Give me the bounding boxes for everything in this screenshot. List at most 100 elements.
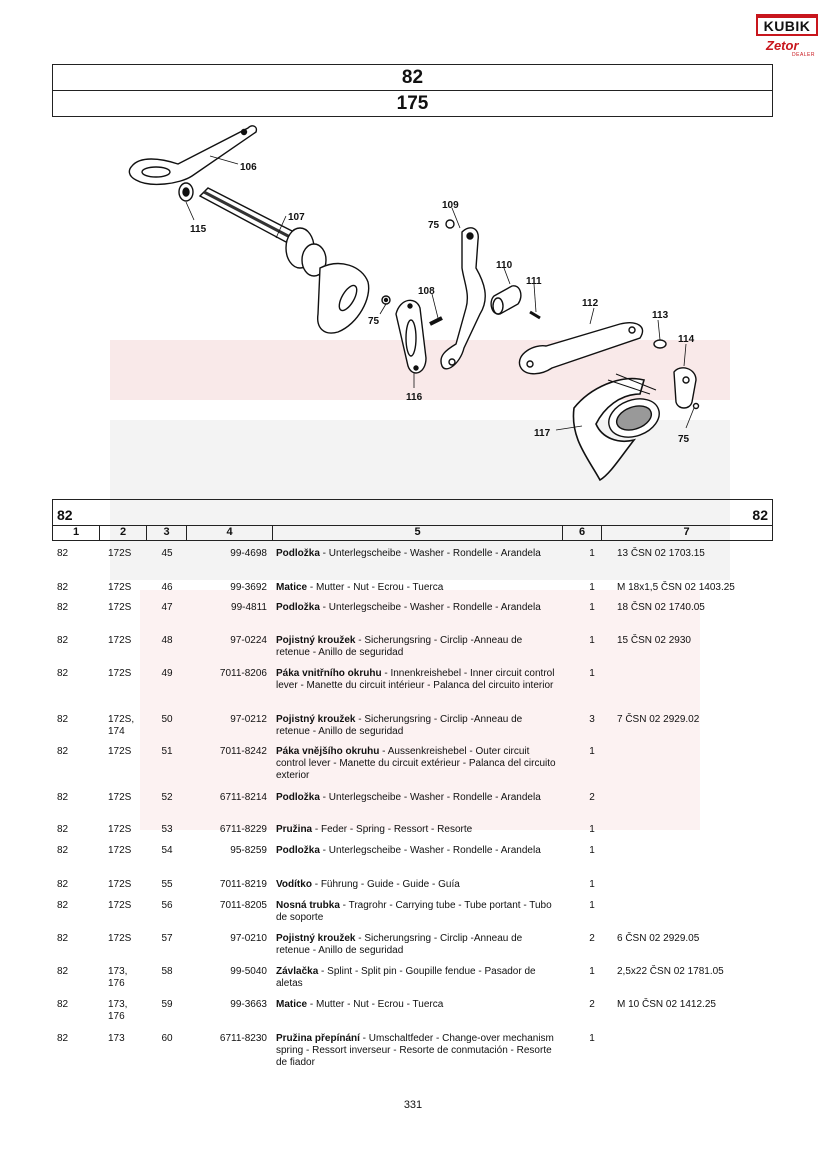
col-header-4: 4 [187, 526, 273, 540]
cell-group: 82 [57, 966, 69, 977]
cell-pos: 53 [161, 824, 173, 835]
cell-group: 82 [57, 1033, 69, 1044]
part-116-plate [395, 299, 427, 374]
cell-qty: 1 [589, 635, 595, 646]
cell-pos: 56 [161, 900, 173, 911]
part-name: Nosná trubka [276, 900, 340, 911]
exploded-parts-diagram: 106 107 115 75 108 116 109 75 110 111 11… [128, 125, 700, 482]
part-desc: - Mutter - Nut - Ecrou - Tuerca [307, 999, 444, 1010]
label-107: 107 [288, 212, 305, 223]
cell-pos: 47 [161, 602, 173, 613]
cell-qty: 1 [589, 582, 595, 593]
cell-qty: 1 [589, 602, 595, 613]
part-name: Pojistný kroužek [276, 933, 356, 944]
cell-description: Pojistný kroužek - Sicherungsring - Circ… [276, 714, 558, 738]
cell-note: 18 ČSN 02 1740.05 [617, 602, 705, 613]
cell-pos: 55 [161, 879, 173, 890]
cell-part-no: 99-3692 [230, 582, 267, 593]
part-desc: - Mutter - Nut - Ecrou - Tuerca [307, 582, 444, 593]
label-110: 110 [496, 260, 513, 271]
label-115: 115 [190, 224, 207, 235]
cell-part-no: 97-0212 [230, 714, 267, 725]
part-115-washer [178, 182, 194, 202]
part-name: Matice [276, 582, 308, 593]
cell-pos: 57 [161, 933, 173, 944]
cell-pos: 59 [161, 999, 173, 1010]
part-desc: - Unterlegscheibe - Washer - Rondelle - … [319, 792, 541, 803]
cell-pos: 46 [161, 582, 173, 593]
part-desc: - Splint - Split pin - Goupille fendue -… [276, 966, 536, 989]
cell-ref: 172S [108, 845, 132, 856]
part-desc: - Unterlegscheibe - Washer - Rondelle - … [319, 548, 541, 559]
cell-group: 82 [57, 900, 69, 911]
cell-qty: 1 [589, 845, 595, 856]
cell-ref: 172S [108, 792, 132, 803]
part-110-tube [490, 285, 522, 315]
col-header-2: 2 [100, 526, 147, 540]
cell-pos: 54 [161, 845, 173, 856]
part-desc: - Sicherungsring - Circlip -Anneau de re… [276, 933, 523, 956]
cell-part-no: 99-4698 [230, 548, 267, 559]
cell-ref: 172S [108, 582, 132, 593]
cell-qty: 1 [589, 1033, 595, 1044]
part-name: Podložka [276, 602, 320, 613]
label-112: 112 [582, 298, 599, 309]
cell-ref: 172S [108, 548, 132, 559]
cell-ref: 172S [108, 635, 132, 646]
part-name: Páka vnitřního okruhu [276, 668, 382, 679]
cell-ref: 172S [108, 824, 132, 835]
cell-description: Podložka - Unterlegscheibe - Washer - Ro… [276, 792, 558, 804]
cell-part-no: 6711-8229 [219, 824, 267, 835]
label-117: 117 [534, 428, 551, 439]
cell-group: 82 [57, 582, 69, 593]
cell-note: M 18x1,5 ČSN 02 1403.25 [617, 582, 735, 593]
cell-note: M 10 ČSN 02 1412.25 [617, 999, 716, 1010]
cell-qty: 2 [589, 933, 595, 944]
cell-qty: 1 [589, 966, 595, 977]
cell-group: 82 [57, 635, 69, 646]
part-desc: - Aussenkreishebel - Outer circuit contr… [276, 746, 556, 781]
col-header-1: 1 [53, 526, 100, 540]
cell-note: 6 ČSN 02 2929.05 [617, 933, 700, 944]
part-desc: - Tragrohr - Carrying tube - Tube portan… [276, 900, 552, 923]
part-name: Vodítko [276, 879, 312, 890]
part-name: Pojistný kroužek [276, 635, 356, 646]
label-109: 109 [442, 200, 459, 211]
cell-ref: 172S [108, 900, 132, 911]
cell-note: 15 ČSN 02 2930 [617, 635, 691, 646]
part-name: Pružina přepínání [276, 1033, 360, 1044]
cell-part-no: 99-4811 [231, 602, 267, 613]
cell-description: Matice - Mutter - Nut - Ecrou - Tuerca [276, 999, 558, 1011]
cell-description: Páka vnitřního okruhu - Innenkreishebel … [276, 668, 558, 692]
part-name: Páka vnějšího okruhu [276, 746, 380, 757]
cell-ref: 172S [108, 746, 132, 757]
cell-ref: 172S [108, 602, 132, 613]
label-114: 114 [678, 334, 695, 345]
part-name: Matice [276, 999, 308, 1010]
cell-description: Podložka - Unterlegscheibe - Washer - Ro… [276, 548, 558, 560]
cell-qty: 2 [589, 792, 595, 803]
part-desc: - Umschaltfeder - Change-over mechanism … [276, 1033, 554, 1068]
part-name: Podložka [276, 548, 320, 559]
cell-note: 13 ČSN 02 1703.15 [617, 548, 705, 559]
label-111: 111 [526, 276, 542, 287]
cell-qty: 1 [589, 746, 595, 757]
part-107-shaft [198, 187, 370, 334]
cell-group: 82 [57, 548, 69, 559]
part-114-plate [673, 367, 700, 410]
cell-group: 82 [57, 824, 69, 835]
cell-description: Matice - Mutter - Nut - Ecrou - Tuerca [276, 582, 558, 594]
cell-group: 82 [57, 714, 69, 725]
part-desc: - Sicherungsring - Circlip -Anneau de re… [276, 714, 523, 737]
logo-brand: KUBIK [758, 18, 816, 34]
cell-qty: 2 [589, 999, 595, 1010]
part-name: Podložka [276, 845, 320, 856]
cell-description: Podložka - Unterlegscheibe - Washer - Ro… [276, 602, 558, 614]
cell-qty: 1 [589, 879, 595, 890]
page-header: 82 175 [52, 64, 773, 117]
parts-table-header: 82 82 1 2 3 4 5 6 7 [52, 499, 773, 541]
col-header-5: 5 [273, 526, 563, 540]
part-109-lever [440, 227, 486, 370]
kubik-zetor-logo: KUBIK Zetor DEALER [756, 14, 818, 60]
label-75-b: 75 [428, 220, 440, 231]
